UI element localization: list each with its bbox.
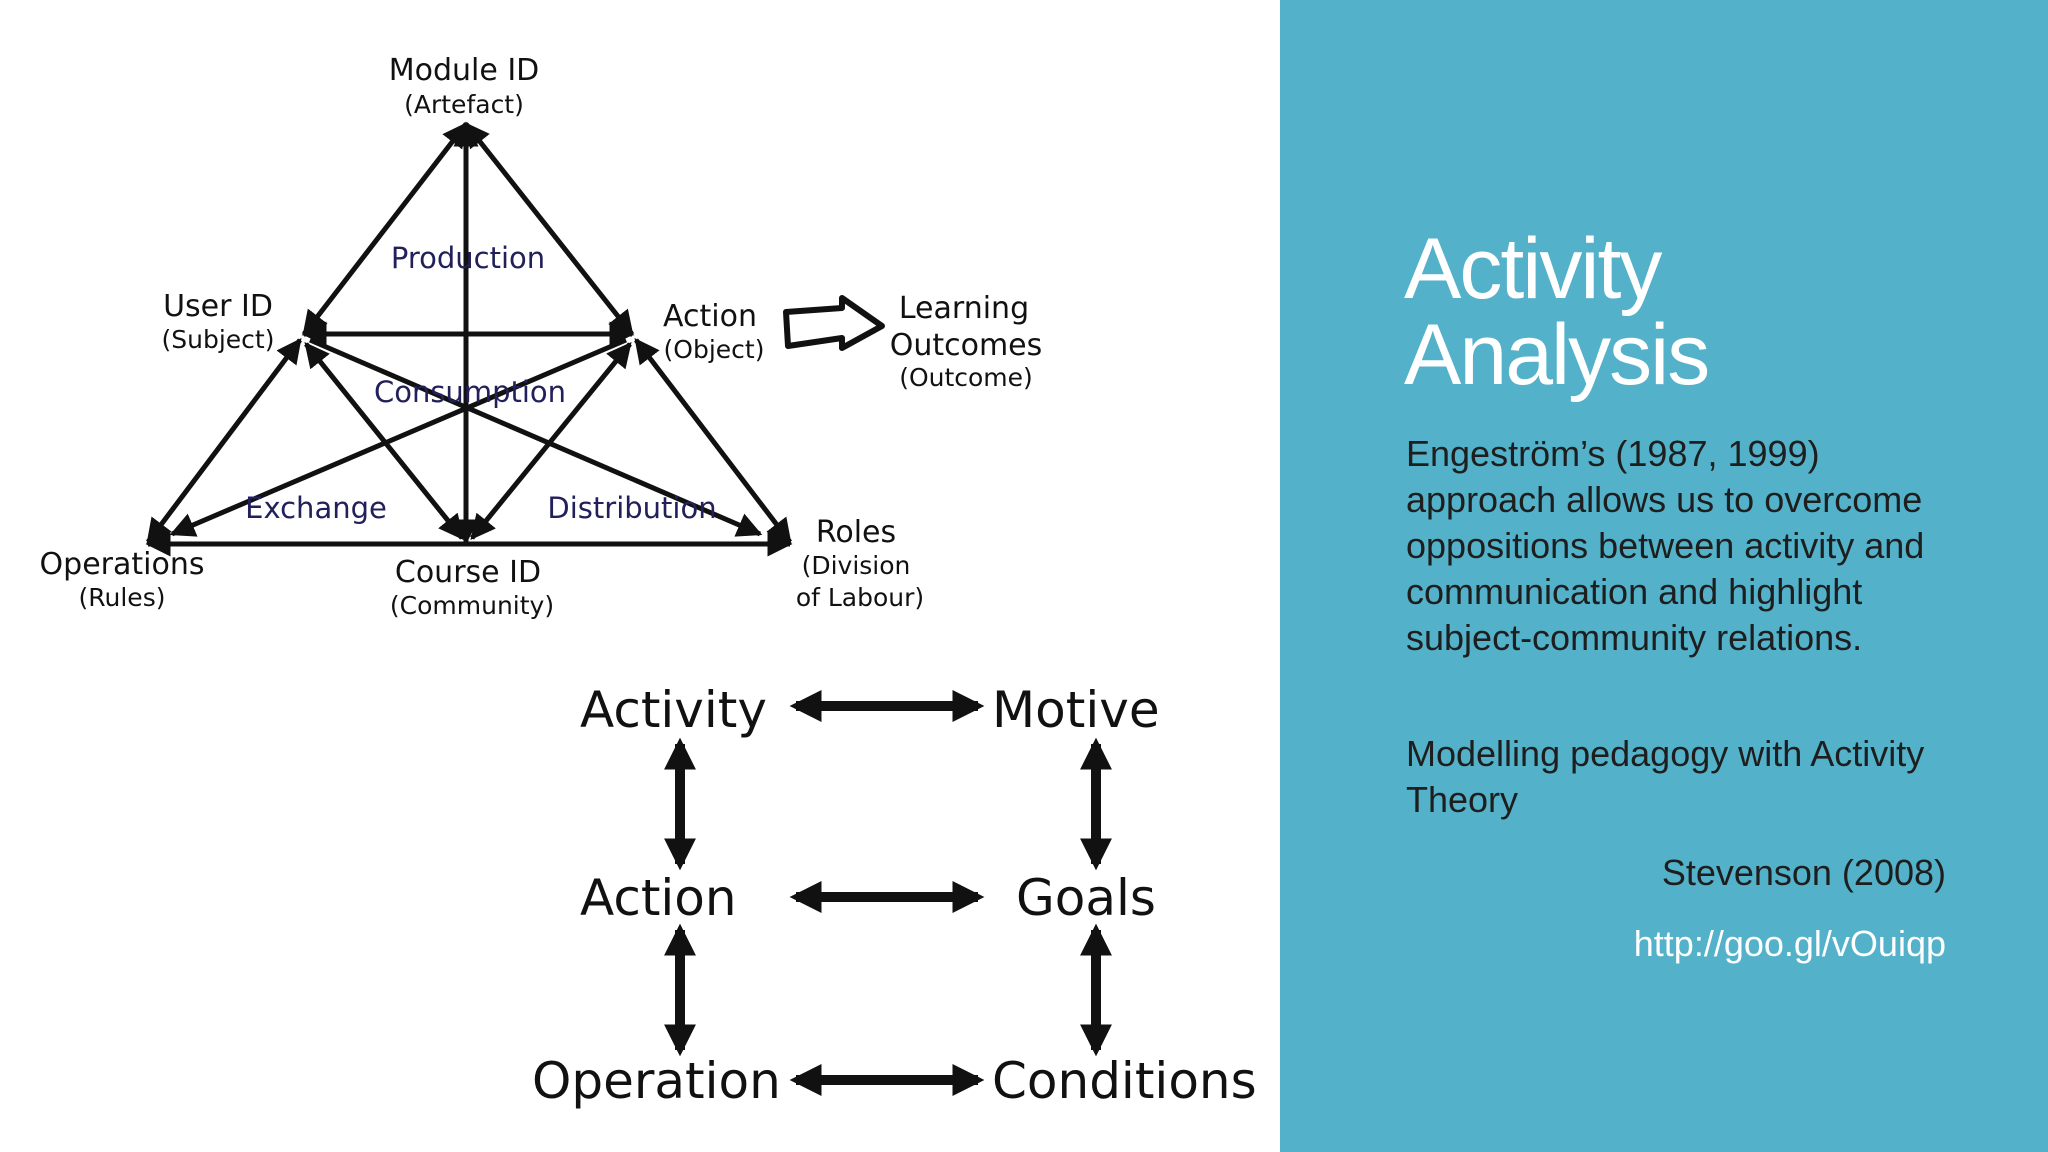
relation-consumption: Consumption — [374, 375, 566, 409]
edge-artefact-subject — [302, 122, 468, 336]
triangle-connections — [145, 121, 885, 557]
node-outcome-line1: Learning — [899, 291, 1029, 326]
text-panel — [1280, 0, 2048, 1152]
node-community-title: Course ID — [395, 555, 541, 590]
node-artefact-title: Module ID — [389, 53, 540, 88]
edge-subject-rules — [146, 338, 302, 544]
node-outcome-sub: (Outcome) — [899, 363, 1033, 392]
slide-title-line1: Activity — [1404, 221, 1662, 317]
source-link[interactable]: http://goo.gl/vOuiqp — [1633, 923, 1946, 964]
outcome-arrow — [783, 295, 885, 351]
node-object-title: Action — [663, 299, 757, 334]
source-title: Modelling pedagogy with Activity Theory — [1406, 733, 1925, 820]
hier-activity: Activity — [580, 681, 767, 739]
slide-title-line2: Analysis — [1404, 307, 1710, 403]
node-object-sub: (Object) — [664, 335, 765, 364]
slide-title: Activity Analysis — [1404, 226, 1964, 398]
hier-goals: Goals — [1016, 869, 1156, 927]
node-rules-sub: (Rules) — [79, 583, 166, 612]
node-community-sub: (Community) — [390, 591, 554, 620]
hier-action: Action — [580, 869, 737, 927]
node-subject-sub: (Subject) — [162, 325, 275, 354]
activity-system-diagram: Module ID (Artefact) User ID (Subject) A… — [40, 53, 1257, 1110]
node-artefact-sub: (Artefact) — [404, 90, 524, 119]
relation-distribution: Distribution — [547, 491, 716, 525]
edge-subject-division — [309, 337, 763, 537]
hier-conditions: Conditions — [992, 1052, 1257, 1110]
hier-operation: Operation — [532, 1052, 781, 1110]
diagram-panel — [0, 0, 1280, 1152]
node-outcome-line2: Outcomes — [890, 328, 1043, 363]
citation: Stevenson (2008) — [1661, 852, 1946, 893]
edge-object-division — [634, 338, 792, 544]
node-division-title: Roles — [816, 515, 896, 550]
relation-production: Production — [391, 241, 545, 275]
edge-object-rules — [169, 337, 627, 537]
description-paragraph: Engeström’s (1987, 1999) approach allows… — [1406, 433, 1925, 658]
activity-hierarchy: Activity Motive Action Goals Operation C… — [532, 681, 1257, 1110]
hier-motive: Motive — [992, 681, 1160, 739]
edge-artefact-object — [464, 122, 634, 336]
node-subject-title: User ID — [163, 289, 273, 324]
relation-exchange: Exchange — [245, 491, 387, 525]
triangle-labels: Module ID (Artefact) User ID (Subject) A… — [40, 53, 1043, 620]
node-rules-title: Operations — [40, 547, 205, 582]
edge-object-community — [470, 342, 632, 540]
node-division-sub2: of Labour) — [796, 583, 924, 612]
node-division-sub1: (Division — [802, 551, 911, 580]
